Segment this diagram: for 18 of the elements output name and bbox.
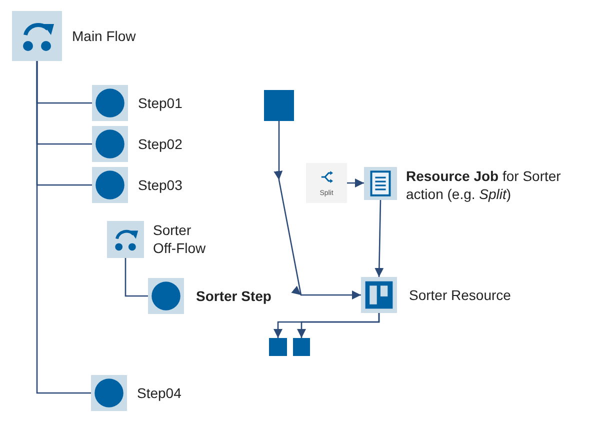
node-label: Sorter Resource [409,286,512,304]
node-label: Sorter Off-Flow [153,221,207,257]
arrow [374,200,384,278]
arrow [274,121,361,300]
node-label: Step03 [138,176,184,194]
arrow [297,313,380,338]
node-label: Main Flow [72,27,137,45]
connector-line [124,258,148,297]
square-node [264,90,294,121]
arrow [347,178,364,188]
square-node [293,338,310,356]
connector-line [36,61,91,394]
square-node [269,338,287,356]
node-label: Step04 [137,384,182,402]
node-label: Step02 [138,135,184,153]
node-label: Step01 [138,94,184,112]
node-label: Sorter Step [196,287,272,305]
node-label: Resource Job for Sorter action (e.g. Split) [406,167,562,203]
